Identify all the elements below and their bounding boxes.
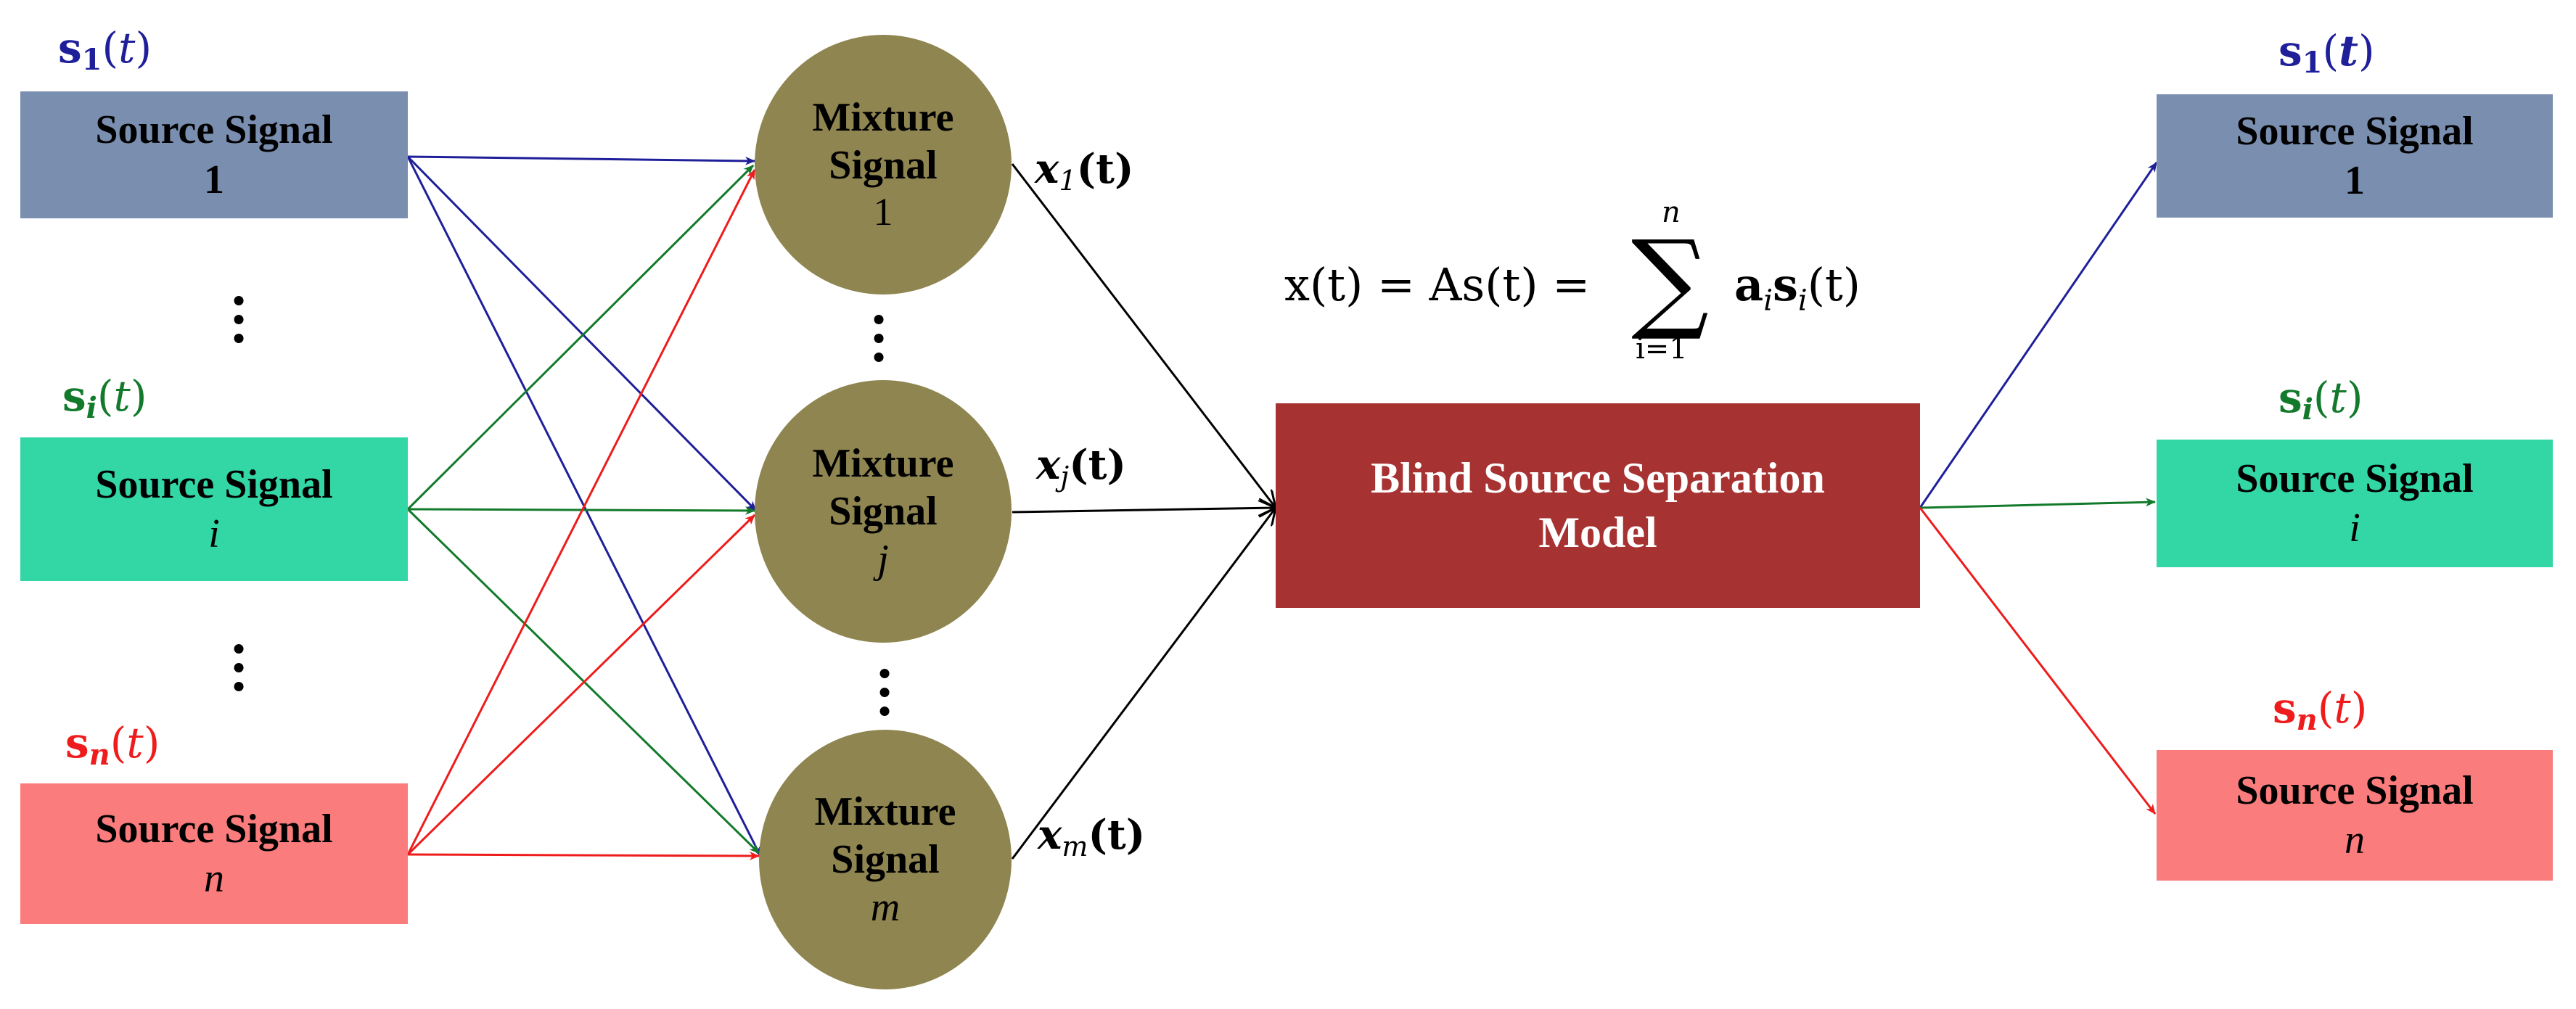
bss-model-box: Blind Source Separation Model	[1276, 403, 1920, 608]
arrow-model-o1	[1919, 162, 2158, 508]
output-box-i: Source Signal i	[2157, 440, 2553, 567]
output-1-label: Source Signal	[2236, 108, 2474, 154]
output-box-1: Source Signal 1	[2157, 94, 2553, 218]
mixture-j-line1: Mixture	[812, 440, 954, 486]
mixture-1-line2: Signal	[829, 143, 938, 189]
source-box-1: Source Signal 1	[20, 91, 408, 218]
source-box-i: Source Signal i	[20, 437, 408, 581]
output-1-symbol: s1(t)	[2278, 26, 2375, 80]
arrow-sn-mj	[406, 514, 756, 856]
mixture-1-output-label: x1(t)	[1035, 145, 1134, 197]
formula-sum-lower: i=1	[1636, 332, 1688, 366]
arrow-s1-m1	[407, 155, 755, 165]
arrow-model-on	[1919, 507, 2157, 815]
mixture-circle-1: Mixture Signal 1	[755, 35, 1012, 295]
ellipsis-middle-2: ···	[875, 643, 894, 741]
output-n-index: n	[2345, 818, 2365, 862]
source-box-n: Source Signal n	[20, 783, 408, 924]
bss-model-line2: Model	[1538, 508, 1657, 556]
output-i-symbol: si(t)	[2278, 373, 2363, 427]
mixture-j-index: j	[877, 537, 889, 582]
arrow-mm-model	[1011, 508, 1276, 860]
arrow-sn-mm	[407, 851, 760, 860]
mixture-1-line1: Mixture	[812, 95, 954, 141]
mixture-circle-j: Mixture Signal j	[755, 380, 1012, 643]
mixture-m-line2: Signal	[831, 836, 940, 882]
source-i-label: Source Signal	[95, 461, 333, 507]
mixture-j-line2: Signal	[829, 488, 938, 534]
ellipsis-left-2: ···	[229, 619, 248, 717]
mixture-m-line1: Mixture	[814, 788, 956, 834]
formula-rhs: aisi(t)	[1734, 258, 1861, 318]
source-i-symbol: si(t)	[62, 371, 147, 425]
output-1-index: 1	[2345, 158, 2365, 203]
arrow-model-oi	[1919, 498, 2156, 509]
arrow-mj-model	[1012, 508, 1276, 512]
arrow-s1-mj	[406, 155, 758, 512]
output-i-index: i	[2349, 506, 2360, 551]
formula-lhs: x(t) = As(t) =	[1284, 258, 1591, 311]
source-1-index: 1	[204, 157, 224, 202]
output-n-label: Source Signal	[2236, 767, 2474, 813]
mixture-m-index: m	[870, 885, 901, 931]
bss-model-line1: Blind Source Separation	[1371, 454, 1825, 502]
formula-sum-upper: n	[1662, 196, 1681, 229]
ellipsis-left-1: ···	[229, 271, 248, 368]
summation-symbol: ∑	[1631, 218, 1710, 344]
mixture-1-index: 1	[873, 190, 893, 234]
arrow-m1-model	[1011, 163, 1276, 508]
arrow-sn-m1	[406, 169, 756, 855]
output-n-symbol: sn(t)	[2273, 683, 2368, 737]
mixture-j-output-label: xj(t)	[1036, 441, 1127, 493]
ellipsis-middle-1: ···	[869, 289, 888, 387]
source-n-symbol: sn(t)	[65, 718, 160, 772]
source-1-symbol: s1(t)	[58, 23, 152, 77]
source-n-label: Source Signal	[95, 806, 333, 852]
source-i-index: i	[208, 511, 220, 556]
source-n-index: n	[204, 856, 224, 901]
output-box-n: Source Signal n	[2157, 750, 2553, 881]
output-i-label: Source Signal	[2236, 456, 2474, 501]
arrow-si-m1	[406, 164, 755, 511]
source-1-label: Source Signal	[95, 107, 333, 153]
mixture-m-output-label: xm(t)	[1038, 811, 1146, 862]
mixture-circle-m: Mixture Signal m	[759, 730, 1012, 989]
